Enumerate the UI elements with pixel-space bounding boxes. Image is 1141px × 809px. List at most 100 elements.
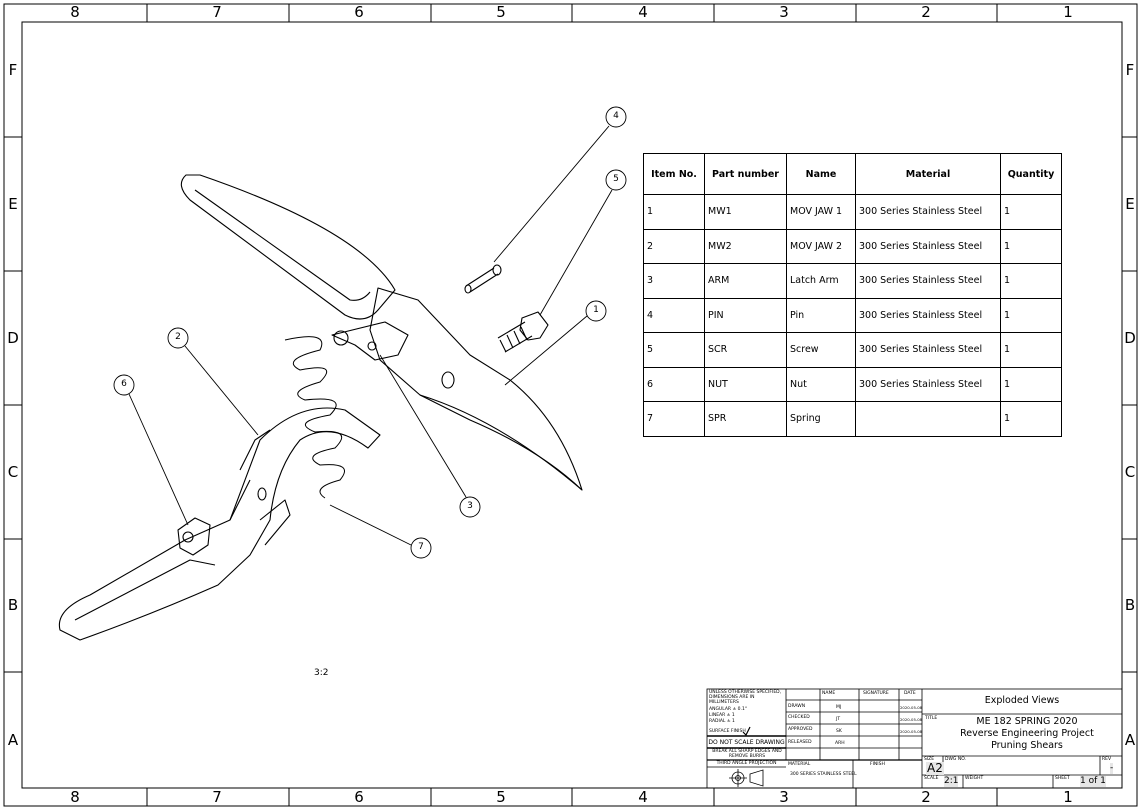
approval-name: ARH	[835, 741, 845, 746]
bom-cell: Screw	[786, 332, 856, 368]
bom-cell: MOV JAW 2	[786, 228, 856, 264]
bom-cell: Spring	[786, 401, 856, 437]
surface-finish-label: SURFACE FINISH	[709, 729, 746, 734]
material-value: 300 SERIES STAINLESS STEEL	[790, 772, 857, 777]
drawing-scale: 2:1	[944, 776, 959, 787]
zone-col-label: 2	[921, 3, 931, 21]
bom-cell: 4	[643, 297, 705, 333]
bom-cell: 7	[643, 401, 705, 437]
approval-date: 2020-05-08	[900, 717, 923, 722]
zone-col-label: 8	[70, 788, 80, 806]
bom-header-cell: Quantity	[1000, 153, 1062, 195]
zone-row-label: F	[8, 61, 18, 79]
title-line: ME 182 SPRING 2020	[976, 716, 1078, 727]
bom-cell: SPR	[704, 401, 787, 437]
latch-arm	[331, 321, 409, 361]
zone-col-label: 6	[354, 788, 364, 806]
approval-role: RELEASED	[788, 740, 812, 745]
drawing-title: ME 182 SPRING 2020 Reverse Engineering P…	[932, 716, 1122, 752]
zone-col-label: 5	[496, 3, 506, 21]
zone-row-label: B	[7, 596, 19, 614]
material-label: MATERIAL	[788, 762, 811, 767]
approval-role: DRAWN	[788, 704, 806, 709]
balloon-2: 2	[175, 332, 181, 342]
approval-role: APPROVED	[788, 727, 813, 732]
screw	[497, 311, 549, 353]
zone-col-label: 1	[1063, 788, 1073, 806]
balloon-7: 7	[418, 542, 424, 552]
zone-col-label: 1	[1063, 3, 1073, 21]
bom-cell: 1	[1000, 228, 1062, 264]
weight-label: WEIGHT	[965, 776, 984, 781]
bom-cell: 300 Series Stainless Steel	[855, 366, 1001, 402]
do-not-scale-note: DO NOT SCALE DRAWING	[708, 739, 785, 746]
size-label: SIZE	[924, 757, 935, 762]
zone-row-label: C	[7, 463, 19, 481]
finish-label: FINISH	[870, 762, 885, 767]
bom-cell: 1	[1000, 297, 1062, 333]
balloon-6: 6	[121, 379, 127, 389]
zone-row-label: A	[1124, 731, 1136, 749]
zone-col-label: 8	[70, 3, 80, 21]
zone-col-label: 5	[496, 788, 506, 806]
rev-label: REV	[1102, 757, 1112, 762]
approval-name: JT	[836, 717, 841, 722]
tolerance-note: UNLESS OTHERWISE SPECIFIED, DIMENSIONS A…	[709, 690, 782, 705]
zone-col-label: 2	[921, 788, 931, 806]
tolerance-radial: RADIAL ± 1	[709, 719, 735, 724]
signature-col-header: SIGNATURE	[863, 691, 889, 696]
zone-col-label: 6	[354, 3, 364, 21]
moving-jaw-2	[58, 407, 381, 641]
title-line: Reverse Engineering Project	[960, 728, 1094, 739]
balloon-5: 5	[613, 174, 619, 184]
bom-cell: 1	[1000, 194, 1062, 230]
balloon-1: 1	[593, 305, 599, 315]
dwg-no-label: DWG NO.	[945, 757, 966, 762]
nut	[177, 517, 211, 556]
zone-row-label: F	[1125, 61, 1135, 79]
zone-row-label: E	[1125, 195, 1135, 213]
sheet-label: SHEET	[1055, 776, 1070, 781]
sheet-number: 1 of 1	[1080, 776, 1106, 787]
balloon-4: 4	[613, 111, 619, 121]
leader-lines	[128, 125, 613, 546]
bom-cell	[855, 401, 1001, 437]
revision: -	[1110, 763, 1114, 774]
approval-name: MJ	[836, 705, 842, 710]
sheet-size: A2	[926, 761, 944, 775]
bom-cell: NUT	[704, 366, 787, 402]
approval-name: SK	[836, 729, 842, 734]
bom-cell: PIN	[704, 297, 787, 333]
surface-finish-icon	[742, 726, 751, 737]
balloon-circles	[113, 106, 627, 559]
bom-cell: 1	[1000, 263, 1062, 299]
scale-label: SCALE	[924, 776, 939, 781]
balloon-3: 3	[467, 501, 473, 511]
zone-col-label: 7	[212, 3, 222, 21]
zone-col-label: 4	[638, 3, 648, 21]
bom-cell: MW2	[704, 228, 787, 264]
spring	[284, 336, 345, 499]
bom-cell: 6	[643, 366, 705, 402]
bom-cell: 300 Series Stainless Steel	[855, 228, 1001, 264]
bom-cell: 1	[1000, 332, 1062, 368]
zone-col-label: 7	[212, 788, 222, 806]
zone-col-label: 3	[779, 788, 789, 806]
tolerance-angular: ANGULAR ± 0.1°	[709, 707, 748, 712]
title-line: Pruning Shears	[991, 740, 1063, 751]
bom-cell: 300 Series Stainless Steel	[855, 263, 1001, 299]
projection-label: THIRD ANGLE PROJECTION	[716, 761, 777, 766]
approval-date: 2020-05-08	[900, 705, 923, 710]
zone-col-label: 3	[779, 3, 789, 21]
pin	[464, 264, 502, 294]
zone-col-label: 4	[638, 788, 648, 806]
break-edges-note: BREAK ALL SHARP EDGES AND REMOVE BURRS	[712, 749, 782, 759]
approval-role: CHECKED	[788, 715, 810, 720]
